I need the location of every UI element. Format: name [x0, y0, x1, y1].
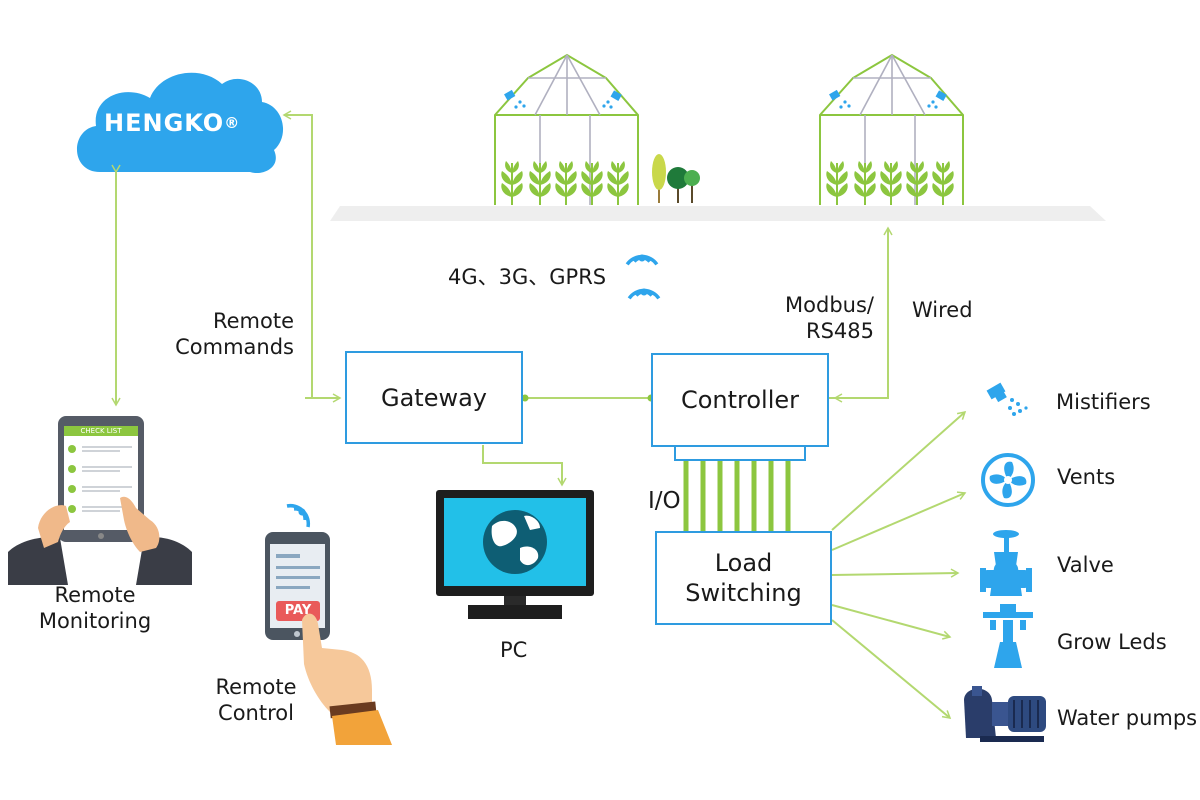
- protocol-label: Modbus/ RS485: [760, 292, 874, 344]
- brand-logo: HENGKO®: [104, 110, 240, 136]
- gateway-label: Gateway: [380, 383, 488, 412]
- load-switching-line2: Switching: [685, 579, 802, 607]
- io-label: I/O: [648, 488, 681, 514]
- pc-monitor-icon: [436, 490, 594, 619]
- wireless-signal-icon: [625, 247, 661, 315]
- trees-icon: [652, 154, 700, 203]
- pay-label: PAY: [284, 603, 312, 618]
- phone-icon: [265, 493, 392, 745]
- remote-commands-line2: Commands: [175, 335, 294, 359]
- tablet-header: CHECK LIST: [80, 427, 122, 435]
- greenhouse-icon: [819, 53, 964, 206]
- fan-icon: [981, 453, 1035, 507]
- output-label-vents: Vents: [1057, 465, 1116, 489]
- protocol-line1: Modbus/: [785, 293, 874, 317]
- remote-monitoring-line1: Remote: [54, 583, 136, 607]
- brand-name: HENGKO: [104, 109, 225, 137]
- network-label: 4G、3G、GPRS: [448, 265, 607, 289]
- remote-commands-label: Remote Commands: [160, 308, 294, 360]
- remote-monitoring-line2: Monitoring: [38, 609, 152, 633]
- remote-control-line2: Control: [218, 701, 294, 725]
- remote-control-line1: Remote: [215, 675, 297, 699]
- greenhouse-icon: [494, 53, 639, 206]
- registered-mark: ®: [224, 114, 241, 132]
- cloud-service-icon: [76, 72, 284, 174]
- tablet-icon: [8, 416, 192, 585]
- output-label-grow-leds: Grow Leds: [1057, 630, 1167, 654]
- controller-label: Controller: [680, 386, 800, 414]
- mist-nozzle-icon: [986, 382, 1028, 416]
- remote-monitoring-label: Remote Monitoring: [30, 582, 160, 634]
- connector-lines: [111, 110, 967, 719]
- output-label-valve: Valve: [1057, 553, 1114, 577]
- water-pump-icon: [964, 686, 1046, 742]
- output-label-water-pumps: Water pumps: [1057, 706, 1198, 730]
- controller-box: Controller: [651, 353, 829, 447]
- protocol-line2: RS485: [805, 319, 874, 343]
- ground-platform: [330, 206, 1106, 221]
- valve-icon: [980, 530, 1032, 596]
- output-label-mistifiers: Mistifiers: [1056, 390, 1151, 414]
- pc-label: PC: [500, 638, 528, 662]
- remote-control-label: Remote Control: [206, 674, 306, 726]
- gateway-box: Gateway: [345, 351, 523, 444]
- load-switching-line1: Load: [714, 549, 773, 577]
- wired-label: Wired: [912, 298, 973, 322]
- grow-led-icon: [983, 604, 1033, 668]
- load-switching-box: Load Switching: [655, 531, 832, 625]
- io-bus: [674, 445, 806, 532]
- remote-commands-line1: Remote: [212, 309, 294, 333]
